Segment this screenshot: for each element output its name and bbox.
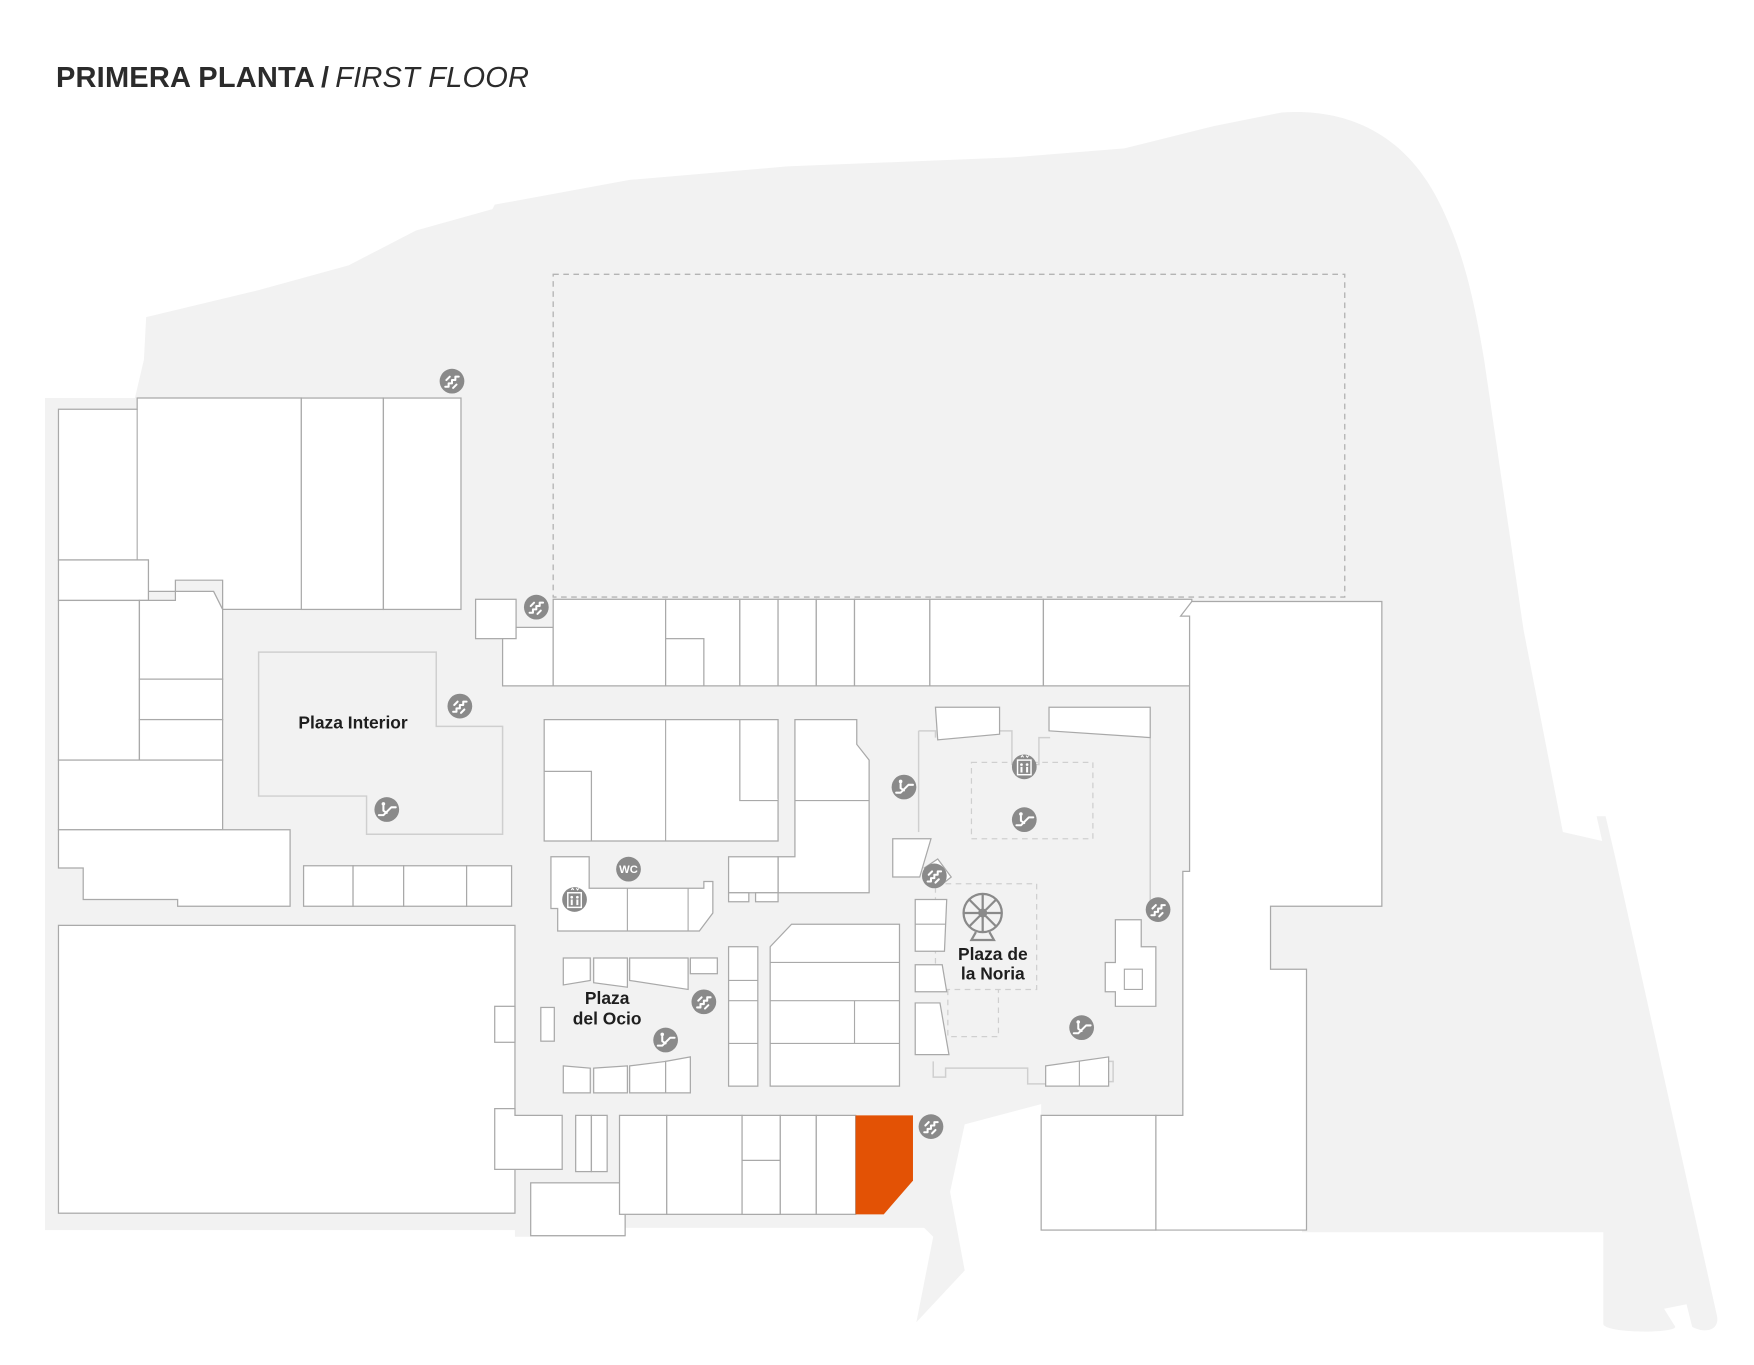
stairs-icon[interactable] xyxy=(438,367,466,395)
elevator-icon[interactable] xyxy=(1010,753,1038,781)
plaza-de-la-noria-label-2: la Noria xyxy=(961,963,1025,983)
stairs-icon[interactable] xyxy=(1144,896,1172,924)
future-area-outline xyxy=(552,273,1346,598)
plaza-de-la-noria-area xyxy=(892,706,1157,1087)
wc-icon-label: WC xyxy=(619,864,638,876)
stairs-icon[interactable] xyxy=(690,988,718,1016)
escalator-icon[interactable] xyxy=(890,773,918,801)
shops-central xyxy=(543,718,901,1087)
selected-store[interactable] xyxy=(855,1115,913,1215)
plaza-de-la-noria-label-1: Plaza de xyxy=(958,944,1028,964)
escalator-icon[interactable] xyxy=(1068,1014,1096,1042)
title-separator: / xyxy=(320,62,330,94)
stairs-icon[interactable] xyxy=(446,692,474,720)
escalator-icon[interactable] xyxy=(1010,806,1038,834)
plaza-del-ocio-kiosks xyxy=(494,957,718,1094)
stairs-icon[interactable] xyxy=(920,862,948,890)
floor-title-en: FIRST FLOOR xyxy=(335,62,530,94)
floor-title-es: PRIMERA PLANTA xyxy=(56,62,315,94)
escalator-icon[interactable] xyxy=(652,1026,680,1054)
stairs-icon[interactable] xyxy=(522,593,550,621)
shops-north xyxy=(474,598,1193,687)
shops-south xyxy=(494,1108,913,1237)
escalator-icon[interactable] xyxy=(373,796,401,823)
plaza-del-ocio-label-2: del Ocio xyxy=(573,1008,642,1028)
elevator-icon[interactable] xyxy=(561,886,588,913)
plaza-interior-label: Plaza Interior xyxy=(298,713,408,733)
ferris-wheel-icon xyxy=(962,892,1003,942)
shops-west xyxy=(57,397,516,1214)
floor-title: PRIMERA PLANTA/FIRST FLOOR xyxy=(56,62,529,95)
wc-icon[interactable]: WC xyxy=(616,856,641,882)
plaza-del-ocio-label-1: Plaza xyxy=(585,988,630,1008)
plaza-interior-zone xyxy=(257,651,504,836)
shops-east xyxy=(1040,600,1383,1231)
stairs-icon[interactable] xyxy=(917,1113,945,1141)
